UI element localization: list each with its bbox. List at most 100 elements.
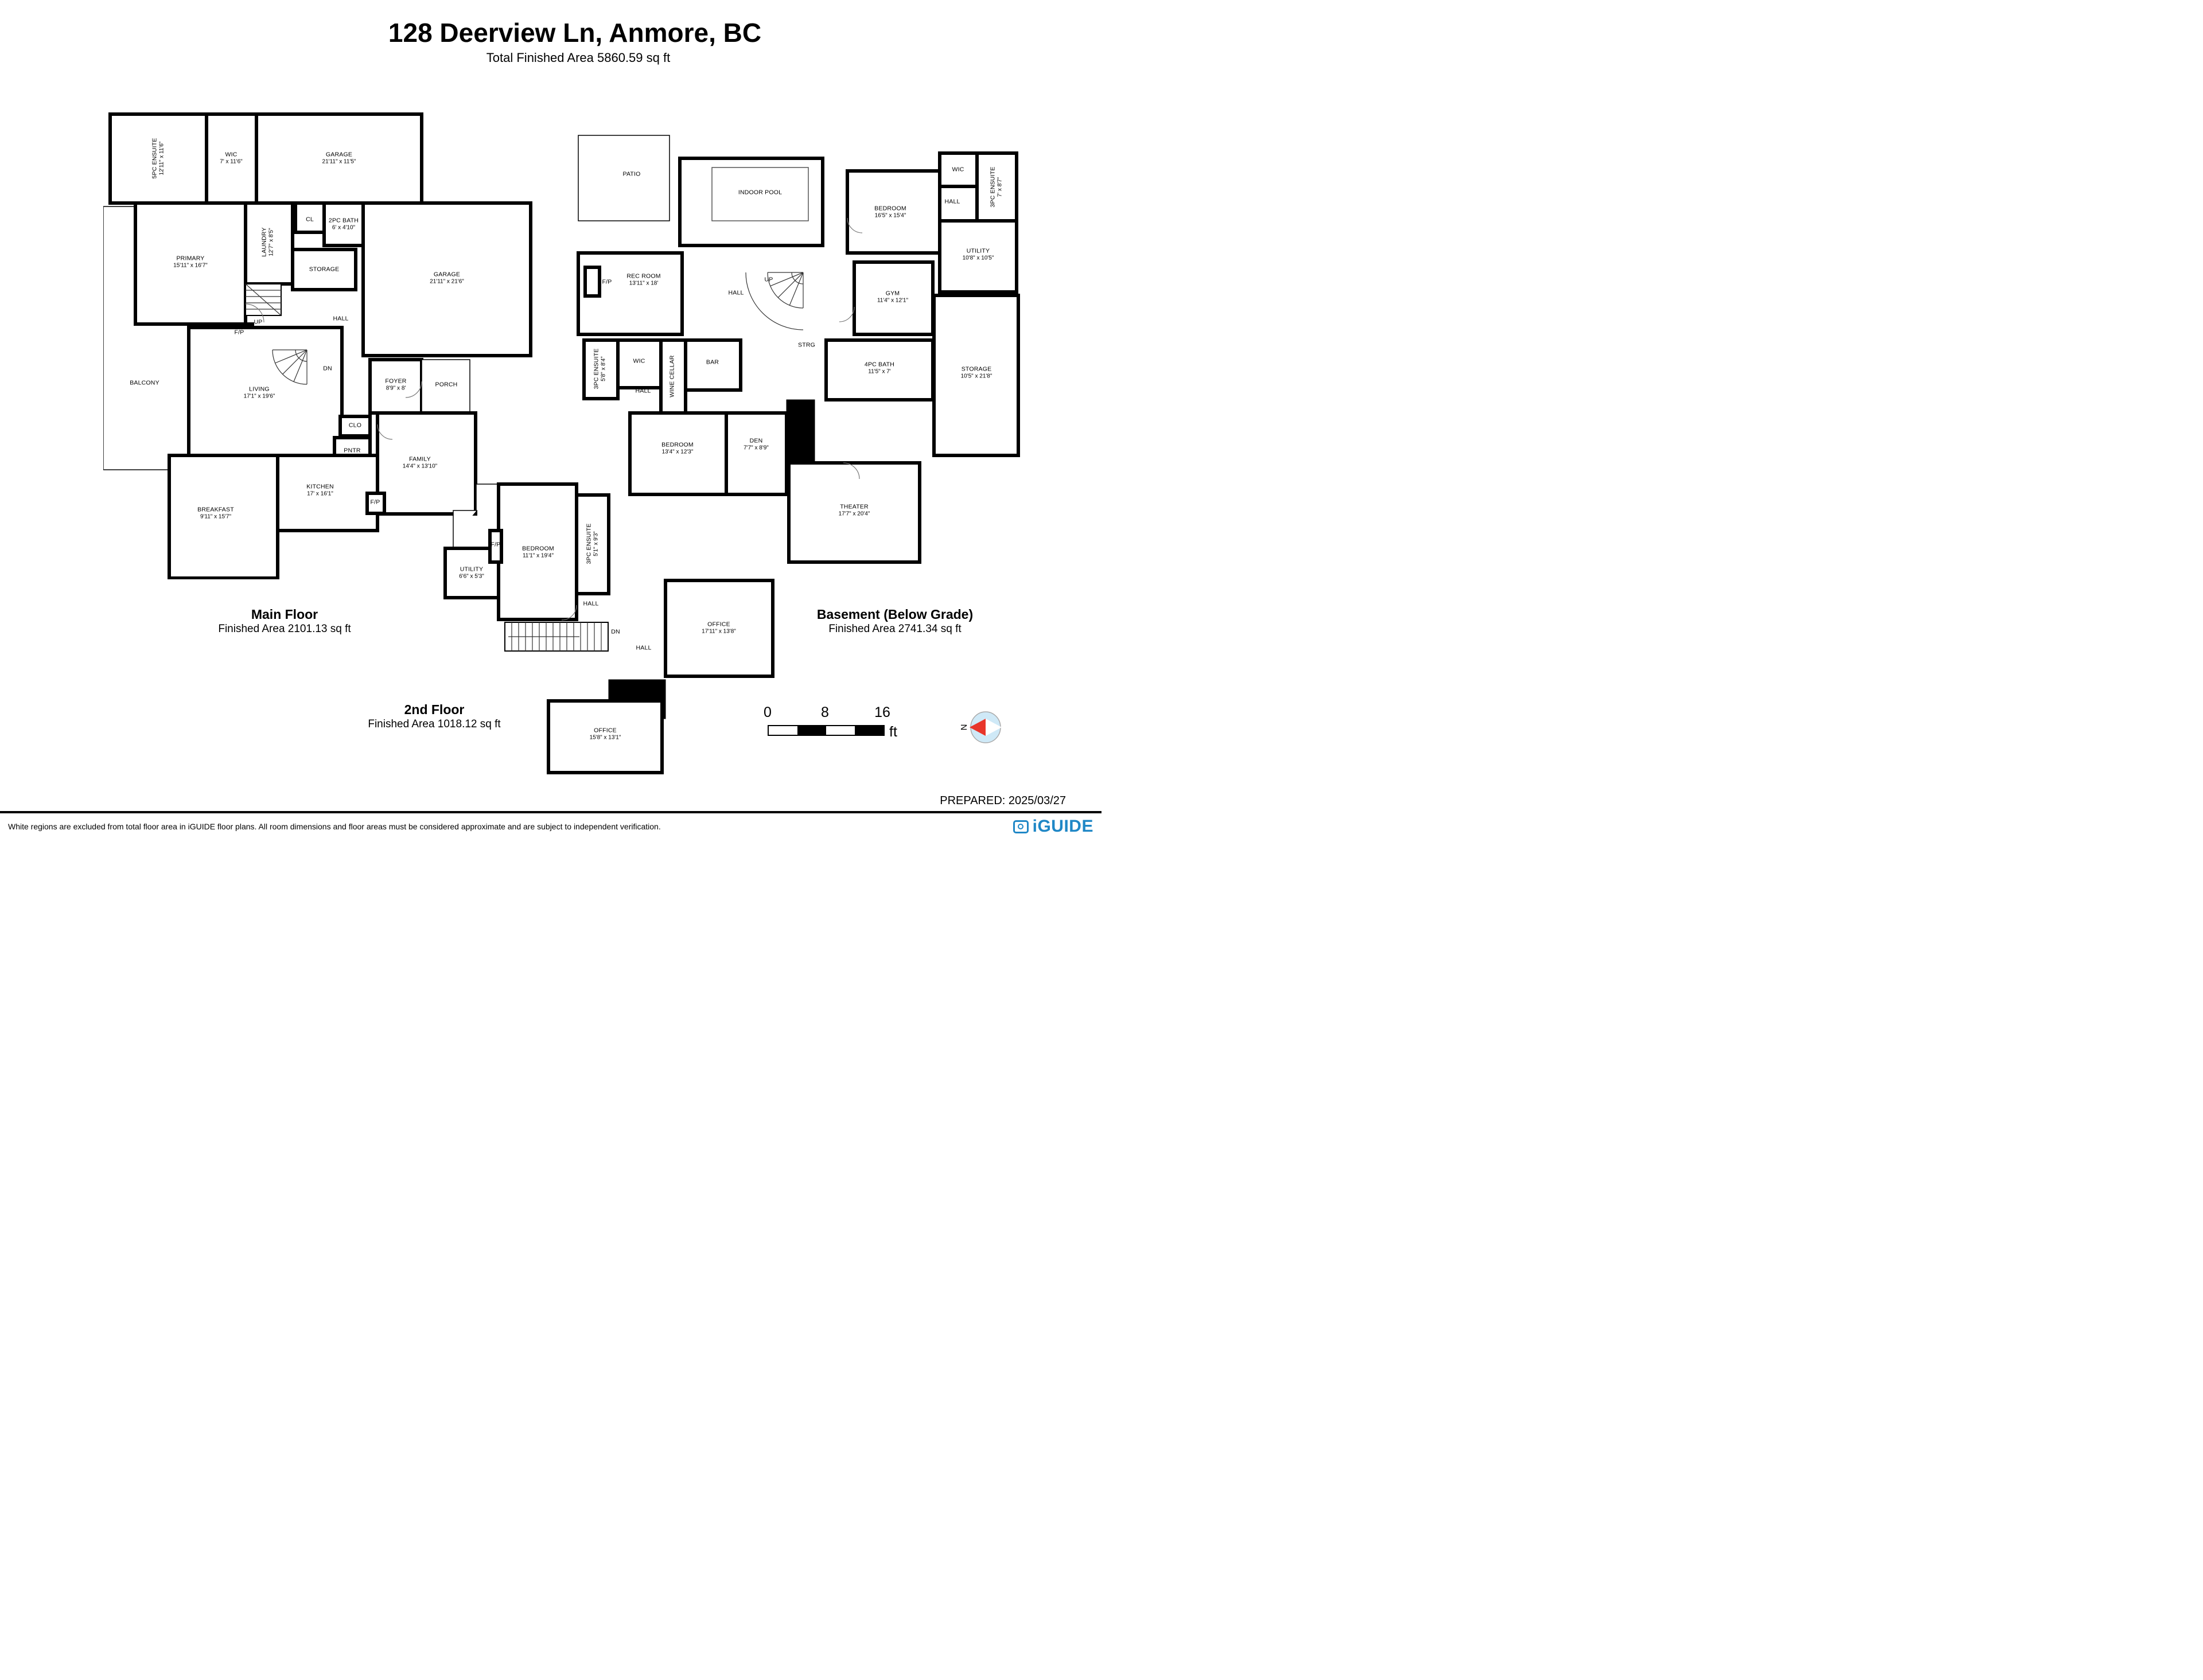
room-label: F/P — [371, 499, 380, 506]
room-name: FAMILY — [409, 455, 431, 463]
room-name: HALL — [636, 644, 652, 652]
room-outline — [938, 219, 1018, 294]
room-label: DN — [611, 629, 620, 636]
room-outline — [824, 338, 935, 402]
fireplace-outline — [583, 266, 601, 298]
room-name: OFFICE — [707, 621, 730, 628]
room-outline — [376, 411, 477, 516]
room-name: 4PC BATH — [864, 361, 895, 368]
room-dims: 17'1" x 19'6" — [243, 393, 275, 399]
room-name: INDOOR POOL — [738, 189, 783, 196]
room-dims: 12'11" x 11'6" — [158, 141, 165, 176]
room-label: UP — [254, 319, 263, 326]
room-dims: 6'6" x 5'3" — [459, 573, 484, 579]
room-outline — [168, 454, 279, 579]
room-dims: 9'11" x 15'7" — [200, 513, 232, 520]
room-label: INDOOR POOL — [738, 189, 782, 196]
floor-caption-second: 2nd Floor Finished Area 1018.12 sq ft — [368, 702, 500, 731]
room-dims: 17'7" x 20'4" — [838, 510, 870, 517]
room-dims: 13'11" x 18' — [629, 280, 659, 286]
floor-area: Finished Area 2741.34 sq ft — [828, 623, 962, 635]
room-label: HALL — [944, 198, 960, 205]
room-name: HALL — [944, 198, 960, 205]
scale-bar: 0 8 16 ft — [764, 704, 917, 740]
room-dims: 15'11" x 16'7" — [173, 262, 208, 268]
compass-needle-north — [970, 719, 986, 736]
room-name: BREAKFAST — [197, 506, 234, 513]
door-swings — [245, 303, 422, 440]
room-name: BALCONY — [130, 379, 159, 387]
pool-outline — [711, 167, 809, 221]
room-name: PRIMARY — [176, 255, 205, 262]
room-name: HALL — [635, 387, 651, 395]
room-outline — [684, 338, 742, 392]
room-name: DN — [323, 365, 332, 372]
room-name: STRG — [798, 341, 815, 349]
room-name: LIVING — [249, 385, 270, 393]
compass-needle-south — [986, 719, 1002, 736]
room-name: 3PC ENSUITE — [989, 166, 997, 208]
room-label: STRG — [798, 342, 815, 349]
room-name: REC ROOM — [626, 272, 661, 280]
room-outline — [678, 157, 824, 247]
room-dims: 11'1" x 19'4" — [522, 552, 554, 559]
room-label: F/P — [235, 329, 244, 336]
room-name: OFFICE — [594, 727, 617, 734]
room-name: F/P — [234, 329, 244, 336]
room-name: HALL — [728, 289, 744, 297]
room-name: FOYER — [385, 377, 407, 385]
floor-name: Basement (Below Grade) — [816, 607, 974, 622]
fireplace-outline — [365, 492, 386, 515]
iguide-camera-icon — [1013, 820, 1029, 833]
room-label: WIC — [952, 166, 964, 173]
room-dims: 5'8" x 8'4" — [600, 356, 606, 381]
room-outline — [244, 201, 294, 286]
room-name: GARAGE — [325, 151, 353, 158]
wall-mass — [786, 399, 815, 463]
compass: N — [941, 707, 1015, 751]
stair-treads — [508, 622, 602, 651]
floor-area: Finished Area 1018.12 sq ft — [368, 718, 501, 730]
room-outline — [628, 411, 728, 496]
room-dims: 8'9" x 8' — [386, 385, 406, 391]
page-title: 128 Deerview Ln, Anmore, BC — [388, 18, 762, 48]
room-outline — [787, 461, 921, 564]
room-label: BALCONY — [130, 380, 159, 387]
scale-tick: 0 — [764, 704, 772, 720]
room-dims: 17'11" x 13'8" — [702, 628, 736, 634]
room-name: PNTR — [344, 447, 361, 454]
room-name: WIC — [952, 166, 964, 173]
room-outline — [932, 294, 1020, 457]
compass-rose: N — [959, 711, 1002, 743]
floorplan-second-walls — [443, 482, 774, 774]
iguide-logo-text: iGUIDE — [1032, 817, 1093, 836]
room-name: PORCH — [435, 381, 458, 388]
room-name: WIC — [633, 357, 645, 365]
scale-tick: 8 — [821, 704, 829, 720]
room-name: HALL — [333, 315, 349, 322]
room-label: DN — [323, 365, 332, 372]
patio-outline — [578, 135, 670, 221]
room-name: 3PC ENSUITE — [593, 348, 600, 389]
room-dims: 13'4" x 12'3" — [661, 449, 694, 455]
room-dims: 10'8" x 10'5" — [962, 255, 994, 261]
scale-unit: ft — [889, 724, 897, 740]
room-name: KITCHEN — [306, 483, 334, 490]
room-label: CL — [306, 216, 314, 223]
room-name: PATIO — [622, 170, 641, 178]
